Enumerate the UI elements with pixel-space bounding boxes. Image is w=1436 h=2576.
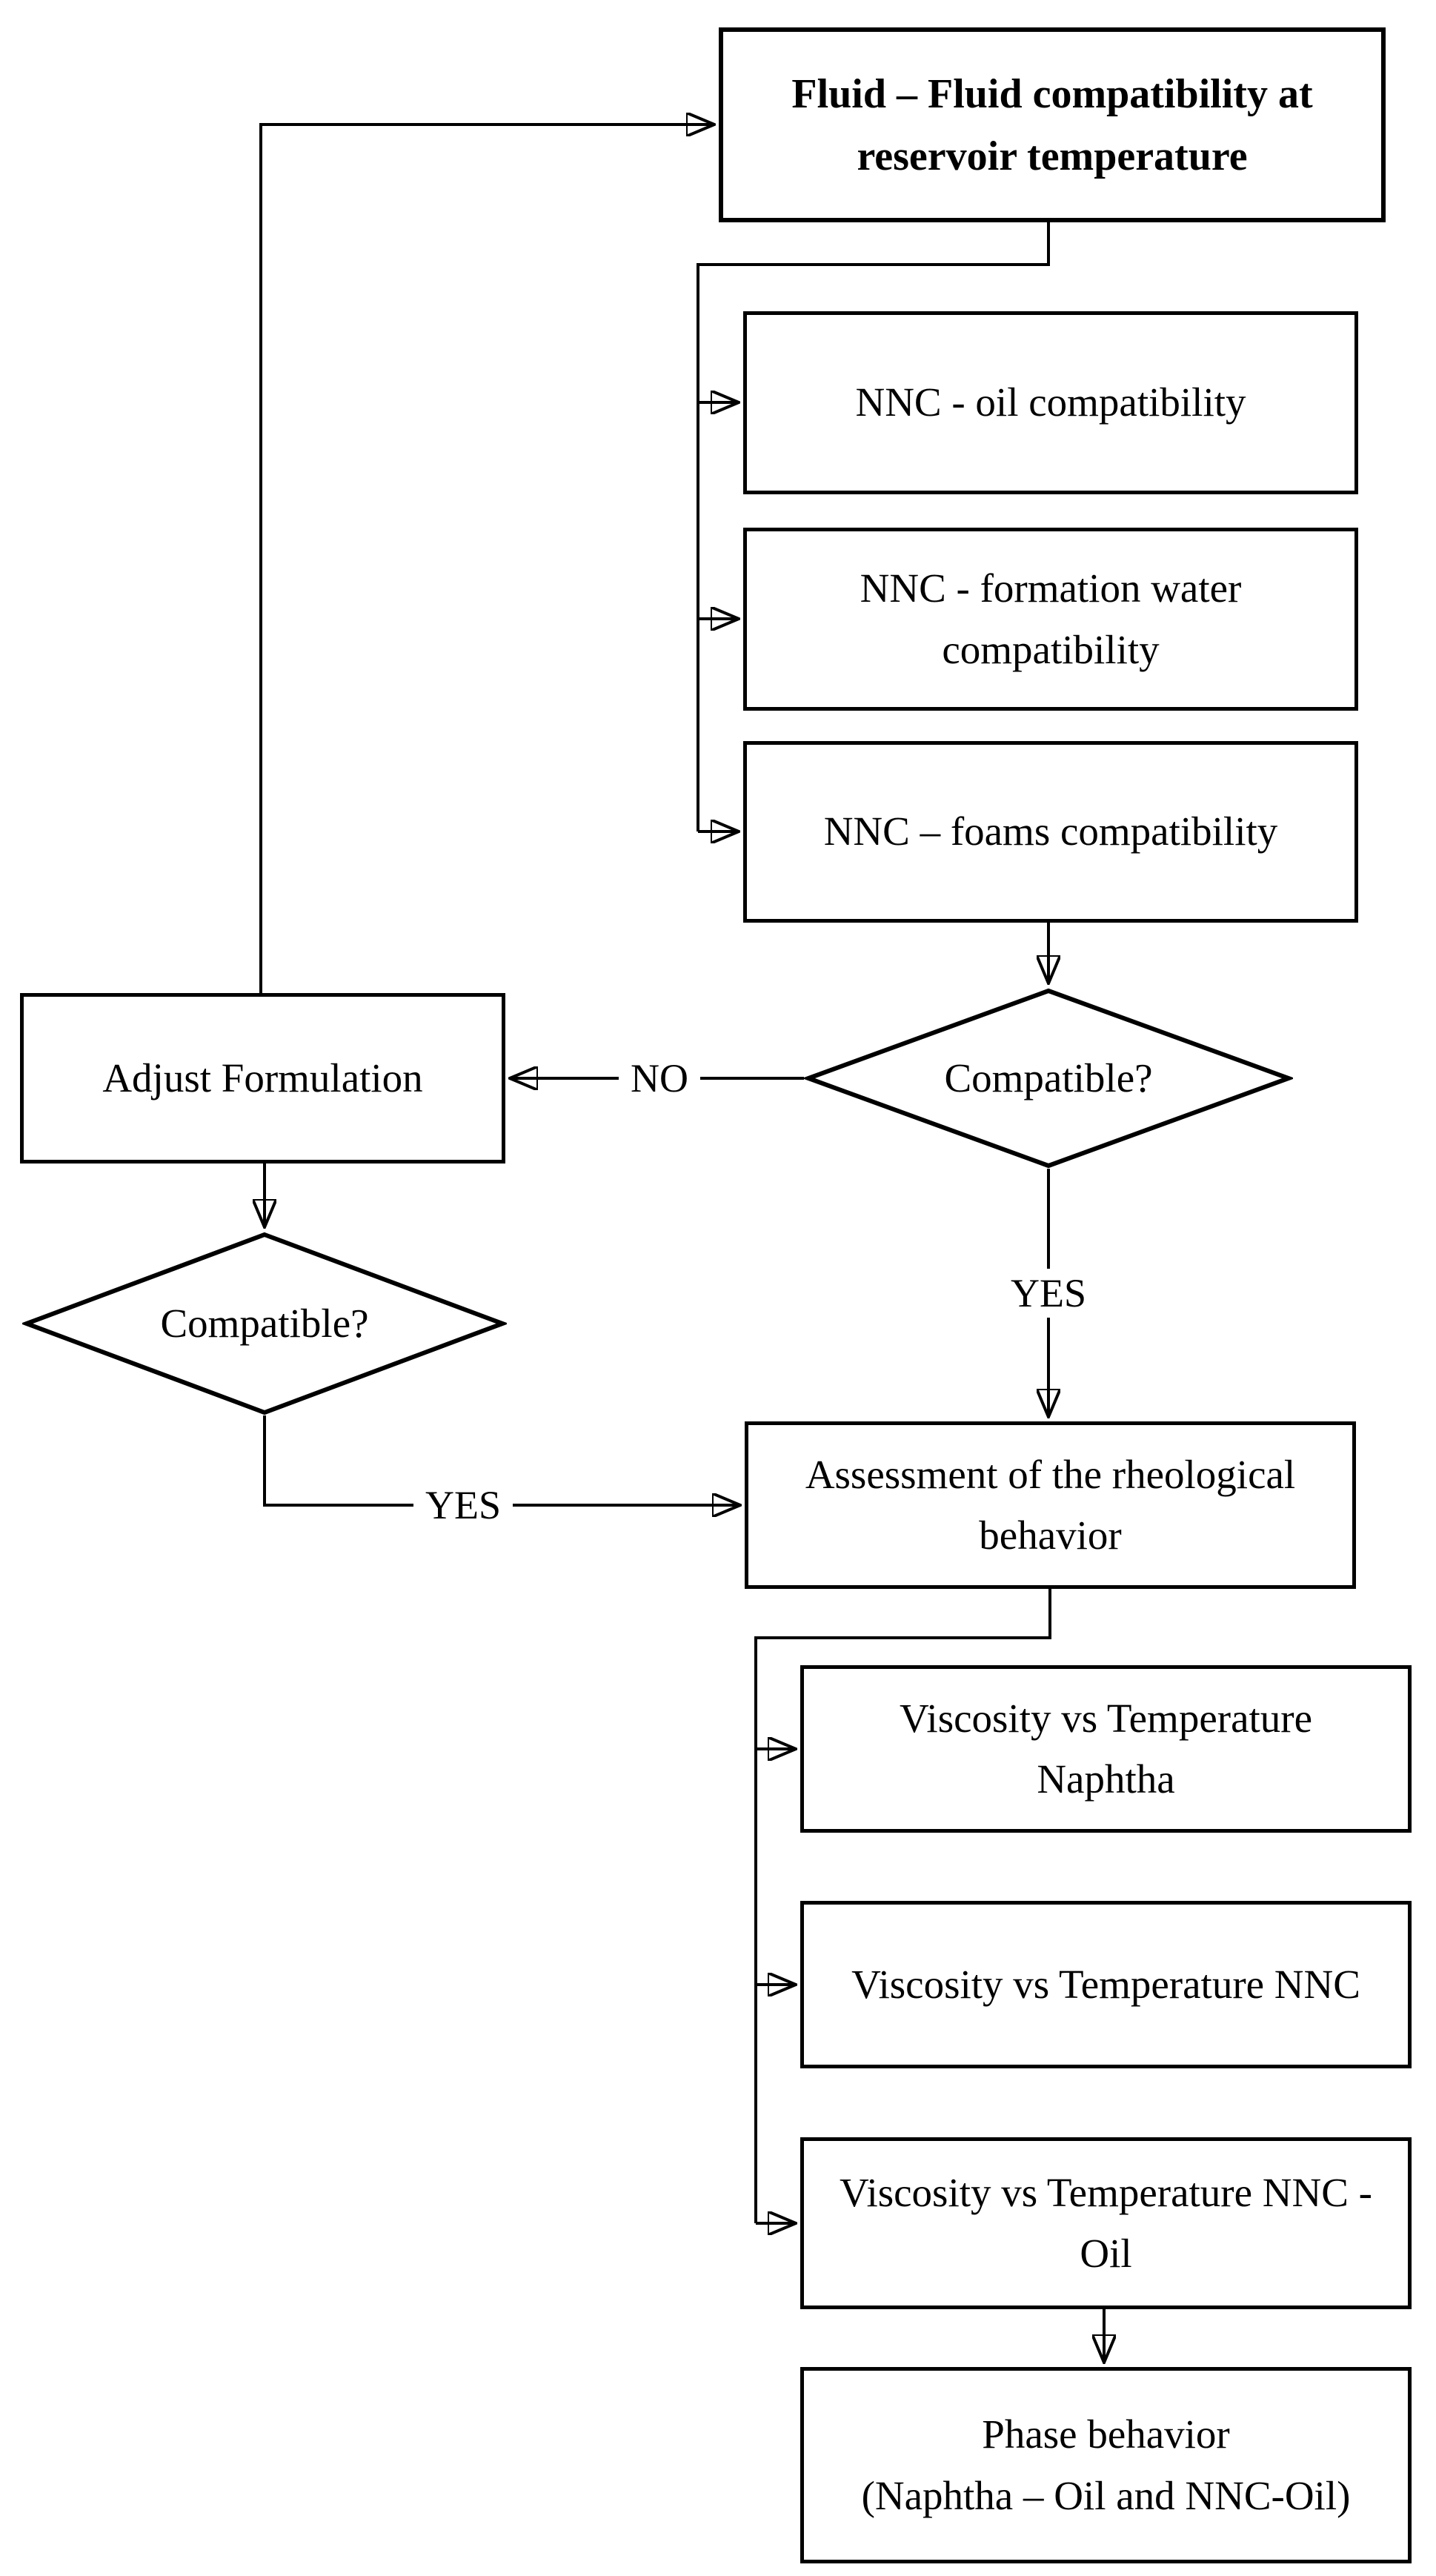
node-label: NNC – foams compatibility [823, 809, 1278, 854]
decision-label: Compatible? [944, 1055, 1153, 1101]
node-label: NNC - oil compatibility [855, 379, 1246, 425]
node-viscosity-nnc: Viscosity vs Temperature NNC [800, 1901, 1412, 2068]
decision-compatible-right: Compatible? [804, 988, 1293, 1169]
node-label: Fluid – Fluid compatibility at reservoir… [791, 70, 1313, 179]
edge-yes-left-to-assessment [263, 1415, 739, 1505]
diamond-shape [804, 988, 1293, 1169]
edge-assessment-rail [754, 1589, 1051, 2223]
edge-label-yes-left: YES [413, 1481, 513, 1530]
node-fluid-fluid-compatibility: Fluid – Fluid compatibility at reservoir… [719, 27, 1386, 222]
edge-adjust-to-fluid-fluid [259, 125, 713, 993]
node-label: Viscosity vs Temperature NNC - Oil [840, 2169, 1372, 2277]
node-label: Adjust Formulation [102, 1055, 423, 1101]
decision-compatible-left: Compatible? [22, 1232, 507, 1415]
node-nnc-formation-water-compatibility: NNC - formation water compatibility [743, 528, 1358, 711]
edge-label-yes-right: YES [998, 1269, 1099, 1318]
node-adjust-formulation: Adjust Formulation [20, 993, 505, 1163]
node-viscosity-nnc-oil: Viscosity vs Temperature NNC - Oil [800, 2137, 1412, 2309]
node-label: Viscosity vs Temperature Naphtha [900, 1695, 1312, 1802]
node-viscosity-naphtha: Viscosity vs Temperature Naphtha [800, 1665, 1412, 1833]
node-label: Assessment of the rheological behavior [805, 1451, 1296, 1558]
edge-fluid-fluid-rail [697, 222, 1050, 831]
node-nnc-oil-compatibility: NNC - oil compatibility [743, 311, 1358, 494]
node-label: Viscosity vs Temperature NNC [851, 1961, 1360, 2007]
node-assessment-rheological-behavior: Assessment of the rheological behavior [745, 1421, 1356, 1589]
node-nnc-foams-compatibility: NNC – foams compatibility [743, 741, 1358, 923]
decision-label: Compatible? [160, 1300, 369, 1346]
node-phase-behavior: Phase behavior (Naphtha – Oil and NNC-Oi… [800, 2367, 1412, 2563]
diamond-shape [22, 1232, 507, 1415]
node-label: Phase behavior (Naphtha – Oil and NNC-Oi… [861, 2411, 1351, 2518]
edge-label-no: NO [619, 1054, 700, 1103]
node-label: NNC - formation water compatibility [860, 565, 1242, 672]
